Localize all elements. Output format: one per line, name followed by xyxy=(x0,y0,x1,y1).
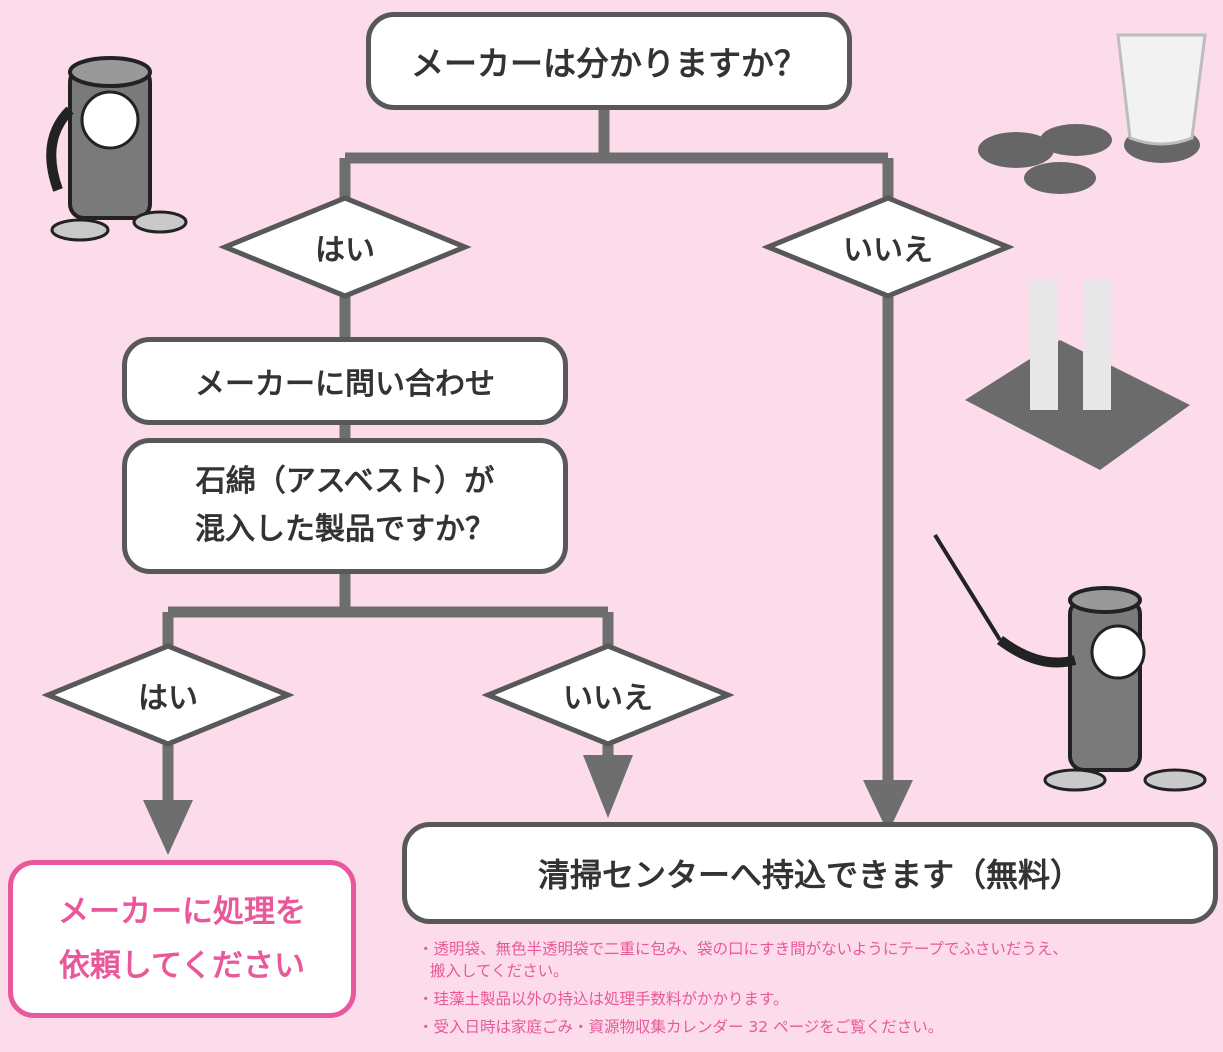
note-item: ・受入日時は家庭ごみ・資源物収集カレンダー 32 ページをご覧ください。 xyxy=(418,1018,944,1036)
result-manufacturer-line1: メーカーに処理を xyxy=(58,894,306,930)
mascot-phone-illustration xyxy=(46,56,188,242)
yes-label-2: はい xyxy=(138,681,198,716)
note-item: ・珪藻土製品以外の持込は処理手数料がかかります。 xyxy=(418,990,789,1008)
arrow-down-icon xyxy=(583,755,633,818)
diamond-no1 xyxy=(761,195,1015,299)
result-cleaning-center: 清掃センターへ持込できます（無料） xyxy=(402,822,1218,924)
yes-label-1: はい xyxy=(315,233,375,268)
arrow-down-icon xyxy=(143,800,193,855)
question-asbestos: 石綿（アスベスト）が 混入した製品ですか？ xyxy=(122,438,568,574)
question-asbestos-line1: 石綿（アスベスト）が xyxy=(195,464,495,499)
question-asbestos-line2: 混入した製品ですか？ xyxy=(195,512,495,547)
no-label-2: いいえ xyxy=(563,681,653,716)
contact-text: メーカーに問い合わせ xyxy=(195,367,495,402)
question-manufacturer-known: メーカーは分かりますか？ xyxy=(366,12,852,110)
result-manufacturer-line2: 依頼してください xyxy=(58,948,306,984)
diamond-yes2 xyxy=(41,643,295,747)
note-item-continuation: 搬入してください。 xyxy=(430,962,569,980)
diamond-no2 xyxy=(481,643,735,747)
mascot-pointer-illustration xyxy=(933,533,1207,792)
coasters-and-glass-illustration xyxy=(978,33,1207,194)
contact-manufacturer-box: メーカーに問い合わせ xyxy=(122,337,568,425)
result-center-text: 清掃センターへ持込できます（無料） xyxy=(537,856,1082,894)
no-label-1: いいえ xyxy=(843,233,933,268)
notes-list: ・透明袋、無色半透明袋で二重に包み、袋の口にすき間がないようにテープでふさいだう… xyxy=(418,938,1223,1038)
question-text: メーカーは分かりますか？ xyxy=(411,44,807,83)
note-item: ・透明袋、無色半透明袋で二重に包み、袋の口にすき間がないようにテープでふさいだう… xyxy=(418,940,1068,958)
diamond-yes1 xyxy=(218,195,472,299)
result-contact-manufacturer: メーカーに処理を 依頼してください xyxy=(8,860,356,1018)
bath-mat-illustration xyxy=(965,280,1190,470)
arrow-down-icon xyxy=(863,780,913,833)
